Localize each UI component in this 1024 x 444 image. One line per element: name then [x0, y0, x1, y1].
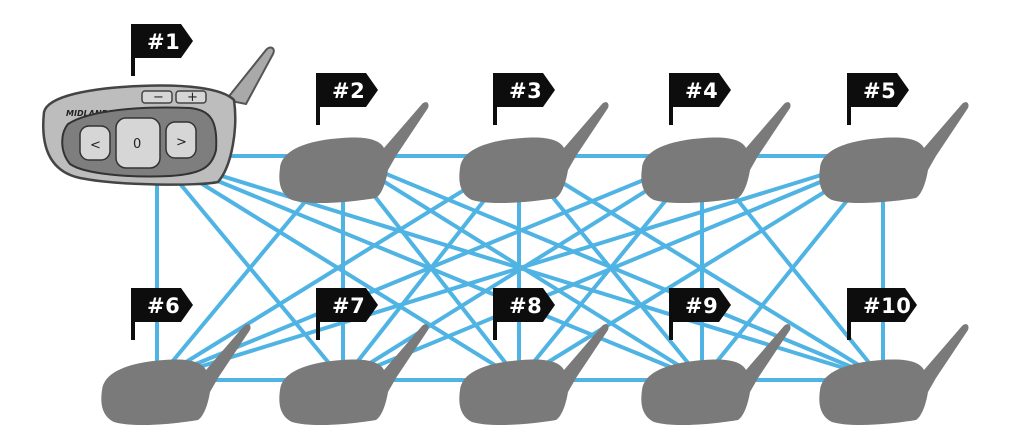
flag-pennant [316, 73, 378, 107]
antenna [224, 46, 275, 106]
flag-9: #9 [669, 288, 731, 340]
connection-line-5-7 [341, 154, 885, 382]
right-label: > [176, 135, 187, 150]
devices: − + MIDLAND <0 > [42, 46, 969, 426]
brand-logo: MIDLAND [66, 109, 109, 118]
flag-6: #6 [131, 288, 193, 340]
intercom-silhouette-icon-6 [101, 324, 251, 426]
node-label-3: #3 [509, 79, 542, 103]
intercom-silhouette-icon-2 [279, 102, 429, 204]
flag-pennant [316, 288, 378, 322]
flag-8: #8 [493, 288, 555, 340]
intercom-silhouette-icon-9 [641, 324, 791, 426]
node-label-2: #2 [332, 79, 365, 103]
node-label-8: #8 [509, 294, 542, 318]
flag-7: #7 [316, 288, 378, 340]
node-label-4: #4 [685, 79, 718, 103]
intercom-silhouette-icon-5 [819, 102, 969, 204]
midland-intercom-icon: − + MIDLAND <0 > [42, 46, 275, 186]
flag-3: #3 [493, 73, 555, 125]
flag-pennant [131, 288, 193, 322]
node-label-7: #7 [332, 294, 365, 318]
connection-line-5-6 [155, 154, 885, 382]
flag-5: #5 [847, 73, 909, 125]
plus-button [175, 90, 207, 104]
node-label-6: #6 [147, 294, 180, 318]
minus-label: − [153, 90, 164, 105]
node-label-1: #1 [147, 30, 180, 54]
left-button [79, 125, 111, 161]
intercom-silhouette-icon-4 [641, 102, 791, 204]
flag-pennant [669, 288, 731, 322]
flag-pennant [669, 73, 731, 107]
right-button [165, 121, 197, 159]
flag-1: #1 [131, 24, 193, 76]
intercom-silhouette-icon-10 [819, 324, 969, 426]
flag-pennant [847, 73, 909, 107]
flags: #1 #2 #3 #4 #5 #6 #7 #8 #9 #10 [131, 24, 917, 340]
flag-pennant [131, 24, 193, 58]
center-label: 0 [133, 137, 141, 152]
node-label-9: #9 [685, 294, 718, 318]
flag-10: #10 [847, 288, 917, 340]
connection-lines [155, 154, 885, 382]
plus-label: + [187, 90, 198, 105]
connection-line-3-6 [155, 154, 521, 382]
flag-pennant [847, 288, 917, 322]
node-label-10: #10 [863, 294, 911, 318]
flag-pennant [493, 73, 555, 107]
connection-line-5-8 [517, 154, 885, 382]
minus-button [141, 90, 173, 104]
intercom-silhouette-icon-3 [459, 102, 609, 204]
center-button [115, 117, 161, 169]
node-label-5: #5 [863, 79, 896, 103]
flag-2: #2 [316, 73, 378, 125]
left-label: < [90, 138, 101, 153]
flag-4: #4 [669, 73, 731, 125]
flag-pennant [493, 288, 555, 322]
connection-line-4-6 [155, 154, 704, 382]
